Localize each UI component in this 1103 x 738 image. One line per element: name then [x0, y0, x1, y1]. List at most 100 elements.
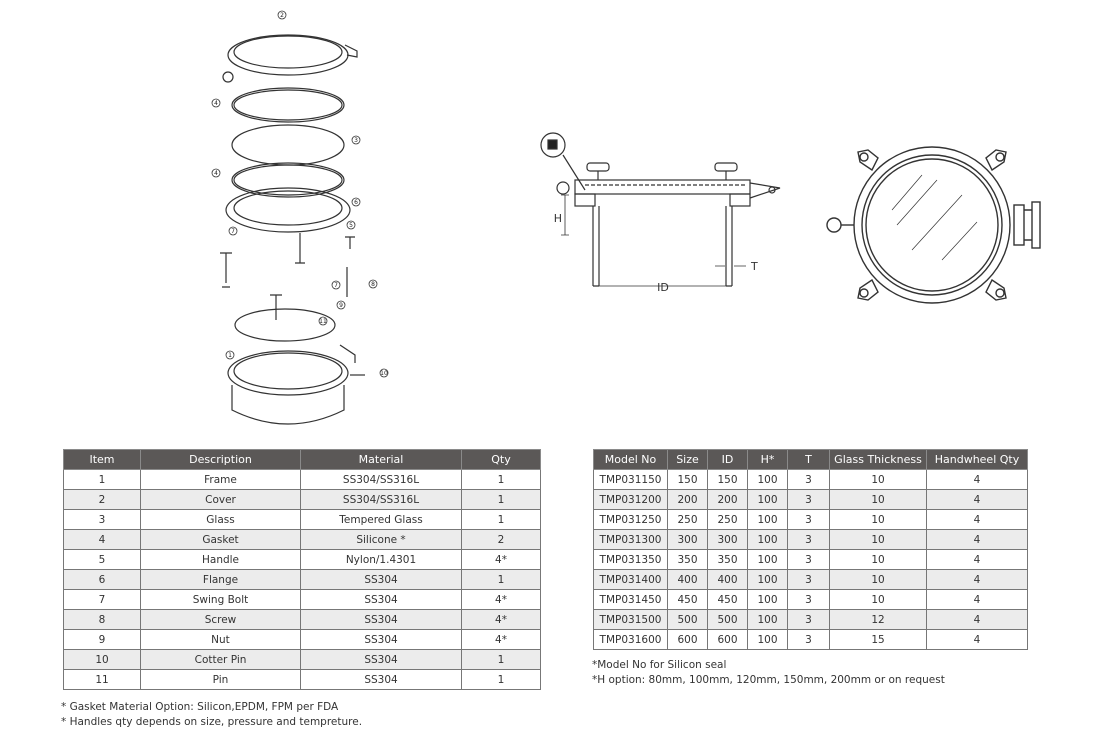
side-view-drawing: H ID T [540, 132, 781, 294]
callout-5: 5 [349, 222, 353, 229]
table-cell: TMP031600 [593, 629, 668, 650]
table-cell: SS304/SS316L [300, 469, 462, 490]
callout-8: 8 [371, 281, 375, 288]
table-cell: 1 [461, 669, 541, 690]
callout-11: 11 [319, 318, 327, 325]
table-cell: 3 [63, 509, 141, 530]
table-cell: 100 [747, 569, 788, 590]
column-header: Description [140, 449, 301, 470]
callout-7b: 7 [334, 282, 338, 289]
table-cell: 1 [461, 489, 541, 510]
table-cell: 450 [707, 589, 748, 610]
dimension-id-label: ID [657, 281, 669, 294]
table-cell: TMP031400 [593, 569, 668, 590]
column-header: Material [300, 449, 462, 470]
table-cell: 1 [461, 509, 541, 530]
table-cell: SS304 [300, 609, 462, 630]
table-cell: SS304 [300, 589, 462, 610]
table-cell: TMP031350 [593, 549, 668, 570]
table-cell: 500 [707, 609, 748, 630]
column-header: Handwheel Qty [926, 449, 1028, 470]
table-cell: 400 [667, 569, 708, 590]
table-cell: Nut [140, 629, 301, 650]
table-cell: 3 [787, 469, 830, 490]
table-cell: Frame [140, 469, 301, 490]
table-cell: 4 [926, 489, 1028, 510]
table-cell: Nylon/1.4301 [300, 549, 462, 570]
table-cell: 4* [461, 609, 541, 630]
table-cell: 100 [747, 529, 788, 550]
table-cell: 4 [926, 509, 1028, 530]
table-cell: 12 [829, 609, 927, 630]
table-cell: Silicone * [300, 529, 462, 550]
callout-4b: 4 [214, 170, 218, 177]
table-cell: 10 [829, 589, 927, 610]
column-header: Qty [461, 449, 541, 470]
table-cell: 100 [747, 549, 788, 570]
table-cell: SS304 [300, 569, 462, 590]
table-cell: Handle [140, 549, 301, 570]
callout-6: 6 [354, 199, 358, 206]
table-cell: TMP031300 [593, 529, 668, 550]
table-cell: 4 [926, 549, 1028, 570]
table-cell: 10 [829, 469, 927, 490]
table-cell: 1 [461, 569, 541, 590]
table-cell: SS304 [300, 649, 462, 670]
note-model-no: *Model No for Silicon seal [592, 659, 727, 671]
table-cell: 10 [829, 509, 927, 530]
column-header: Size [667, 449, 708, 470]
table-cell: 11 [63, 669, 141, 690]
table-cell: Swing Bolt [140, 589, 301, 610]
table-cell: 1 [461, 469, 541, 490]
table-cell: 100 [747, 469, 788, 490]
table-cell: TMP031150 [593, 469, 668, 490]
table-cell: 200 [707, 489, 748, 510]
callout-2: 2 [280, 12, 284, 19]
column-header: Model No [593, 449, 668, 470]
table-cell: 10 [829, 569, 927, 590]
table-cell: 3 [787, 549, 830, 570]
table-cell: 200 [667, 489, 708, 510]
table-cell: Gasket [140, 529, 301, 550]
table-cell: Flange [140, 569, 301, 590]
table-cell: Cotter Pin [140, 649, 301, 670]
table-cell: 150 [707, 469, 748, 490]
top-view-drawing [826, 146, 1041, 304]
table-cell: 15 [829, 629, 927, 650]
table-cell: 4 [63, 529, 141, 550]
table-cell: 3 [787, 569, 830, 590]
table-cell: 4 [926, 569, 1028, 590]
parts-notes: * Gasket Material Option: Silicon,EPDM, … [61, 700, 362, 730]
table-cell: 7 [63, 589, 141, 610]
column-header: H* [747, 449, 788, 470]
table-cell: 3 [787, 609, 830, 630]
table-cell: 9 [63, 629, 141, 650]
table-cell: TMP031200 [593, 489, 668, 510]
table-cell: 350 [707, 549, 748, 570]
table-cell: 4 [926, 529, 1028, 550]
table-cell: SS304 [300, 629, 462, 650]
table-cell: 100 [747, 589, 788, 610]
table-cell: 4 [926, 589, 1028, 610]
table-cell: 600 [667, 629, 708, 650]
table-cell: 400 [707, 569, 748, 590]
column-header: ID [707, 449, 748, 470]
callout-3: 3 [354, 137, 358, 144]
table-cell: 500 [667, 609, 708, 630]
table-cell: SS304/SS316L [300, 489, 462, 510]
table-cell: 3 [787, 489, 830, 510]
